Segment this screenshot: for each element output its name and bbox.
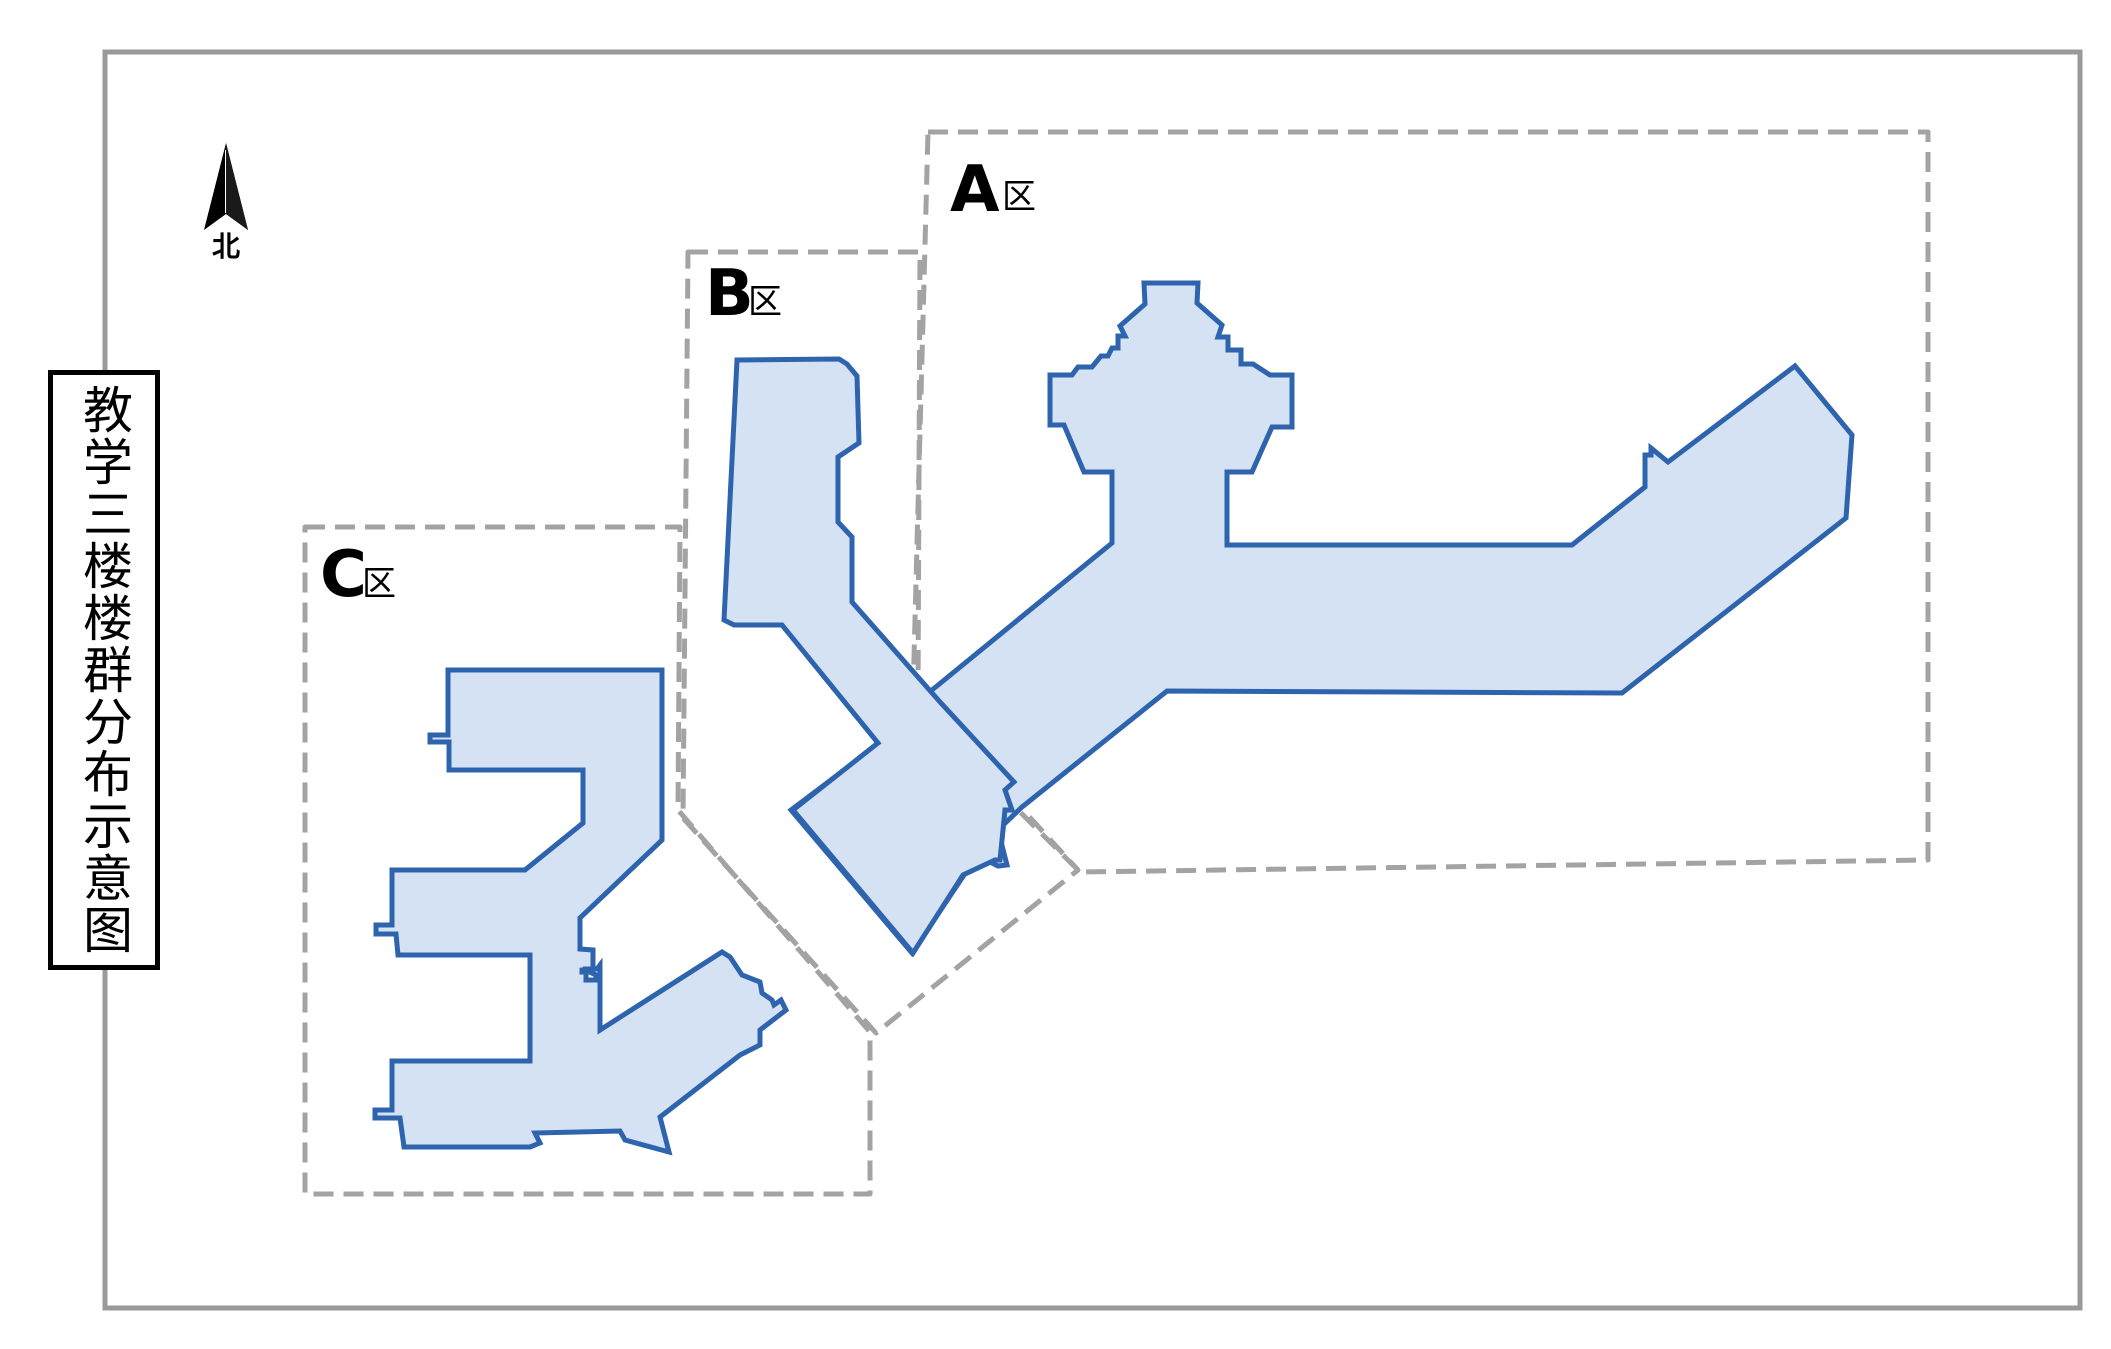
zone-a-letter: A (950, 153, 1000, 227)
zone-b-letter: B (705, 257, 754, 331)
zone-b-label: B 区 (705, 257, 782, 331)
map-title-box: 教学三楼楼群分布示意图 (48, 370, 160, 970)
zone-c-boundary[interactable] (302, 524, 873, 1197)
zone-b-boundary[interactable] (680, 249, 1081, 1036)
zone-c-letter: C (320, 538, 367, 612)
north-arrow-icon (204, 143, 248, 230)
zone-a-label: A 区 (950, 153, 1036, 227)
zone-b-suffix: 区 (748, 282, 782, 322)
zone-a-suffix: 区 (1002, 177, 1036, 217)
zone-c-label: C 区 (320, 538, 396, 612)
map-title: 教学三楼楼群分布示意图 (75, 384, 133, 956)
zone-a-boundary[interactable] (910, 129, 1931, 875)
zone-c-suffix: 区 (362, 564, 396, 604)
building-zone-c[interactable] (372, 667, 790, 1156)
building-zone-a[interactable] (787, 280, 1855, 958)
north-label: 北 (212, 230, 240, 263)
building-zone-b[interactable] (721, 356, 1018, 958)
